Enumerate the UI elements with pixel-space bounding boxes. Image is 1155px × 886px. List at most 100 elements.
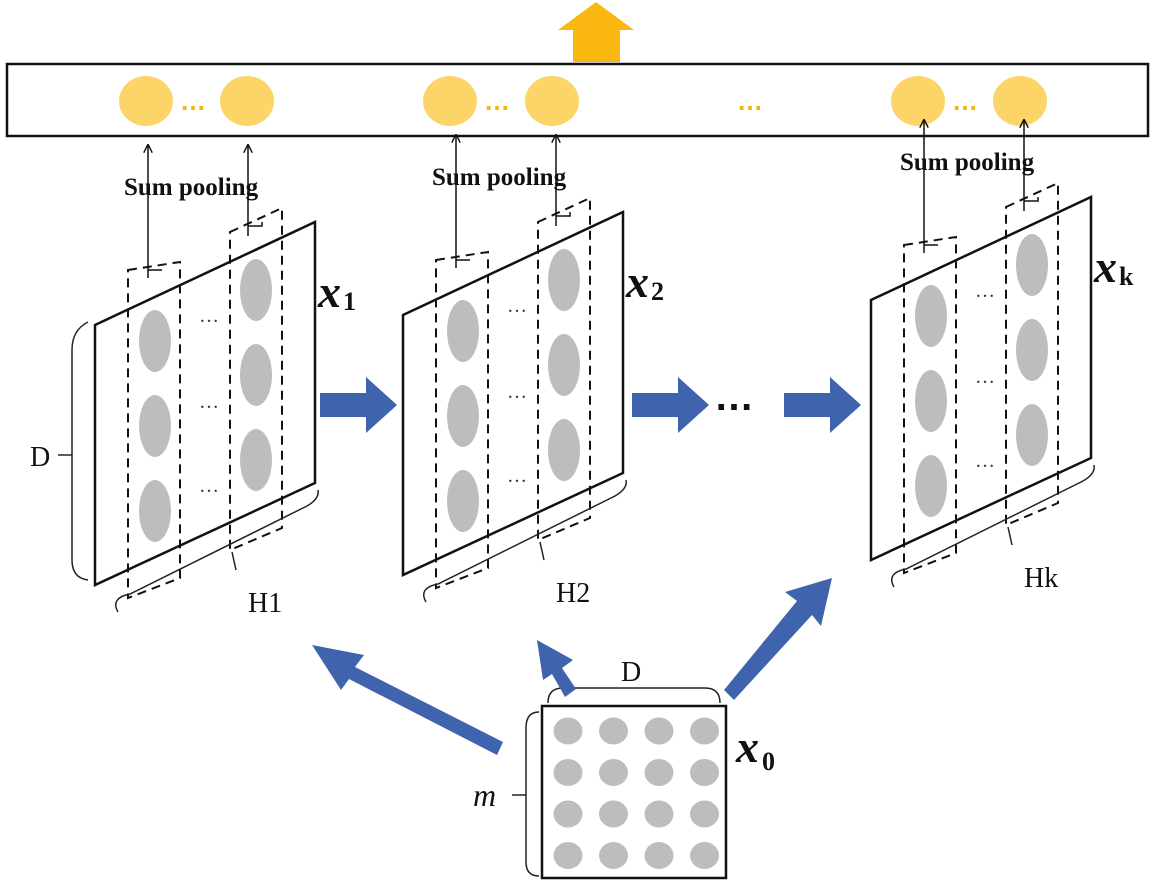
input-var: x: [735, 721, 759, 772]
blue-arrow: [320, 377, 397, 433]
dashed-column: [229, 206, 283, 552]
feature-node: [548, 419, 580, 481]
input-node: [599, 717, 628, 745]
input-node: [644, 800, 674, 828]
feature-map-var: x: [1093, 241, 1117, 292]
pooling-connector: [556, 136, 571, 226]
input-node: [690, 842, 719, 869]
input-node: [599, 759, 628, 786]
input-node: [553, 717, 583, 745]
feature-node: [240, 344, 272, 406]
input-var-sub: 0: [762, 747, 775, 776]
dashed-column: [435, 250, 489, 590]
width-brace: [423, 479, 627, 603]
dashed-column: [127, 260, 181, 600]
column-ellipsis: …: [199, 475, 219, 497]
pooling-connector: [148, 146, 162, 278]
feature-map-var-sub: 1: [343, 287, 356, 316]
input-node: [553, 759, 583, 786]
pooling-connector: [248, 146, 263, 236]
pooling-connector: [1024, 121, 1039, 211]
column-ellipsis: …: [507, 295, 527, 317]
output-ellipsis: …: [952, 86, 978, 116]
input-node: [553, 842, 583, 869]
input-node: [553, 800, 583, 828]
input-node: [690, 800, 719, 828]
sum-pooling-label: Sum pooling: [900, 149, 1035, 176]
blue-arrow-to-h2: [537, 640, 576, 697]
feature-node: [1016, 319, 1048, 381]
feature-node: [1016, 404, 1048, 466]
input-side-brace: [525, 711, 540, 877]
input-node: [644, 759, 674, 786]
feature-node: [139, 395, 171, 457]
dashed-column: [537, 196, 591, 542]
depth-label: D: [30, 442, 50, 473]
column-ellipsis: …: [507, 381, 527, 403]
input-node: [599, 842, 628, 869]
output-node: [119, 76, 173, 126]
input-top-brace: [547, 687, 721, 704]
width-label: Hk: [1024, 563, 1058, 594]
input-arrows: [312, 578, 832, 755]
column-ellipsis: …: [199, 305, 219, 327]
width-brace-tick: [539, 541, 545, 561]
feature-node: [915, 370, 947, 432]
between-maps-ellipsis: …: [714, 375, 754, 419]
feature-node: [915, 455, 947, 517]
input-depth-label: D: [621, 657, 641, 688]
column-ellipsis: …: [975, 366, 995, 388]
pooling-connector: [456, 136, 470, 268]
feature-node: [447, 300, 479, 362]
output-node: [993, 76, 1047, 126]
feature-map-var: x: [625, 256, 649, 307]
feature-node: [240, 259, 272, 321]
blue-arrow: [632, 377, 709, 433]
feature-node: [240, 429, 272, 491]
blue-arrow-to-hk: [724, 578, 832, 700]
output-ellipsis: …: [180, 86, 206, 116]
feature-map-var: x: [317, 266, 341, 317]
column-ellipsis: …: [507, 465, 527, 487]
dashed-column: [1005, 181, 1059, 527]
dashed-column: [903, 235, 957, 575]
depth-brace: [71, 321, 89, 581]
column-ellipsis: …: [975, 280, 995, 302]
width-brace: [115, 489, 319, 613]
feature-map-var-sub: k: [1119, 262, 1134, 291]
width-brace-tick: [1007, 526, 1013, 546]
input-grid: [553, 717, 719, 869]
output-node: [220, 76, 274, 126]
feature-node: [447, 385, 479, 447]
output-ellipsis: …: [484, 86, 510, 116]
feature-node: [139, 480, 171, 542]
column-ellipsis: …: [199, 391, 219, 413]
feature-node: [915, 285, 947, 347]
input-node: [644, 842, 674, 869]
input-rows-label: m: [473, 777, 496, 813]
width-brace-tick: [231, 551, 237, 571]
feature-node: [548, 334, 580, 396]
feature-map-var-sub: 2: [651, 277, 664, 306]
sum-pooling-label: Sum pooling: [124, 174, 259, 201]
width-brace: [891, 464, 1095, 588]
width-label: H1: [248, 588, 282, 619]
width-label: H2: [556, 578, 590, 609]
input-node: [690, 759, 719, 786]
feature-node: [1016, 234, 1048, 296]
blue-arrow-to-h1: [312, 645, 503, 755]
blue-arrow: [784, 377, 861, 433]
between-map-arrows: [320, 377, 861, 433]
output-arrow: [558, 2, 634, 62]
input-node: [599, 800, 628, 828]
output-node: [423, 76, 477, 126]
output-group-ellipsis: …: [737, 86, 763, 116]
sum-pooling-label: Sum pooling: [432, 164, 567, 191]
output-node: [891, 76, 945, 126]
column-ellipsis: …: [975, 450, 995, 472]
input-node: [690, 717, 719, 745]
